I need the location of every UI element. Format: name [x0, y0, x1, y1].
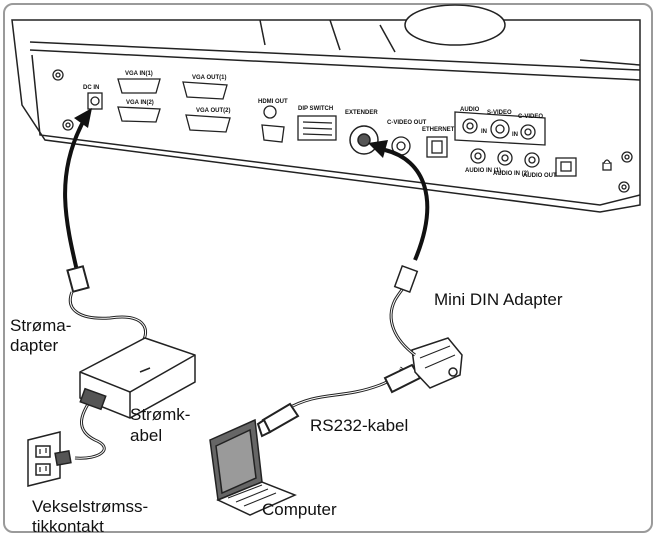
label-ac-outlet-line2: tikkontakt [32, 517, 104, 536]
computer-laptop [209, 418, 297, 516]
port-labels: DC IN VGA IN(1) VGA IN(2) VGA OUT(1) VGA… [83, 71, 557, 179]
port-label: HDMI OUT [258, 99, 288, 105]
port-label: ETHERNET [422, 127, 455, 133]
panel-screws [52, 69, 633, 193]
label-power-cable-line1: Strømk- [130, 405, 191, 424]
port-label: C-VIDEO [518, 114, 543, 120]
port-label: IN [481, 129, 487, 135]
label-power-adapter-line1: Strøma- [10, 316, 72, 335]
port-label: AUDIO [460, 107, 480, 113]
port-label: AUDIO OUT [523, 173, 557, 179]
power-adapter-cable [66, 265, 148, 347]
port-label: S-VIDEO [487, 110, 512, 116]
power-adapter-brick [79, 337, 196, 419]
port-label: C-VIDEO OUT [387, 120, 427, 126]
ethernet-port [426, 136, 448, 158]
rs232-cable [256, 363, 422, 438]
diagram-frame [3, 3, 653, 533]
port-label: AUDIO IN (2) [493, 171, 529, 177]
lock-icon [602, 159, 612, 171]
label-computer: Computer [262, 500, 337, 519]
hdmi-port [261, 105, 285, 143]
extender-port [349, 125, 379, 155]
arrow-extender [368, 140, 430, 261]
arrow-dc [63, 108, 92, 276]
usb-port [555, 157, 577, 177]
c-video-out-port [391, 136, 411, 156]
label-power-cable-line2: abel [130, 426, 163, 445]
mini-din-cable [389, 264, 419, 357]
dc-in-port [87, 92, 103, 110]
label-power-adapter-line2: dapter [10, 336, 59, 355]
label-rs232-cable: RS232-kabel [310, 416, 409, 435]
av-port-group [454, 111, 546, 168]
dip-switch [297, 115, 337, 141]
vga-ports [117, 78, 231, 133]
port-label: VGA OUT(2) [196, 108, 230, 114]
power-cable [74, 387, 107, 460]
port-label: DC IN [83, 85, 99, 91]
port-label: AUDIO IN (1) [465, 168, 501, 174]
port-label: IN [512, 132, 518, 138]
label-mini-din-adapter: Mini DIN Adapter [434, 290, 563, 309]
port-label: VGA IN(2) [126, 100, 154, 106]
ac-outlet [27, 431, 72, 487]
port-label: EXTENDER [345, 110, 378, 116]
label-ac-outlet-line1: Vekselstrømss- [32, 497, 149, 516]
port-label: VGA IN(1) [125, 71, 153, 77]
mini-din-adapter [411, 337, 463, 389]
port-label: VGA OUT(1) [192, 75, 226, 81]
port-label: DIP SWITCH [298, 106, 333, 112]
